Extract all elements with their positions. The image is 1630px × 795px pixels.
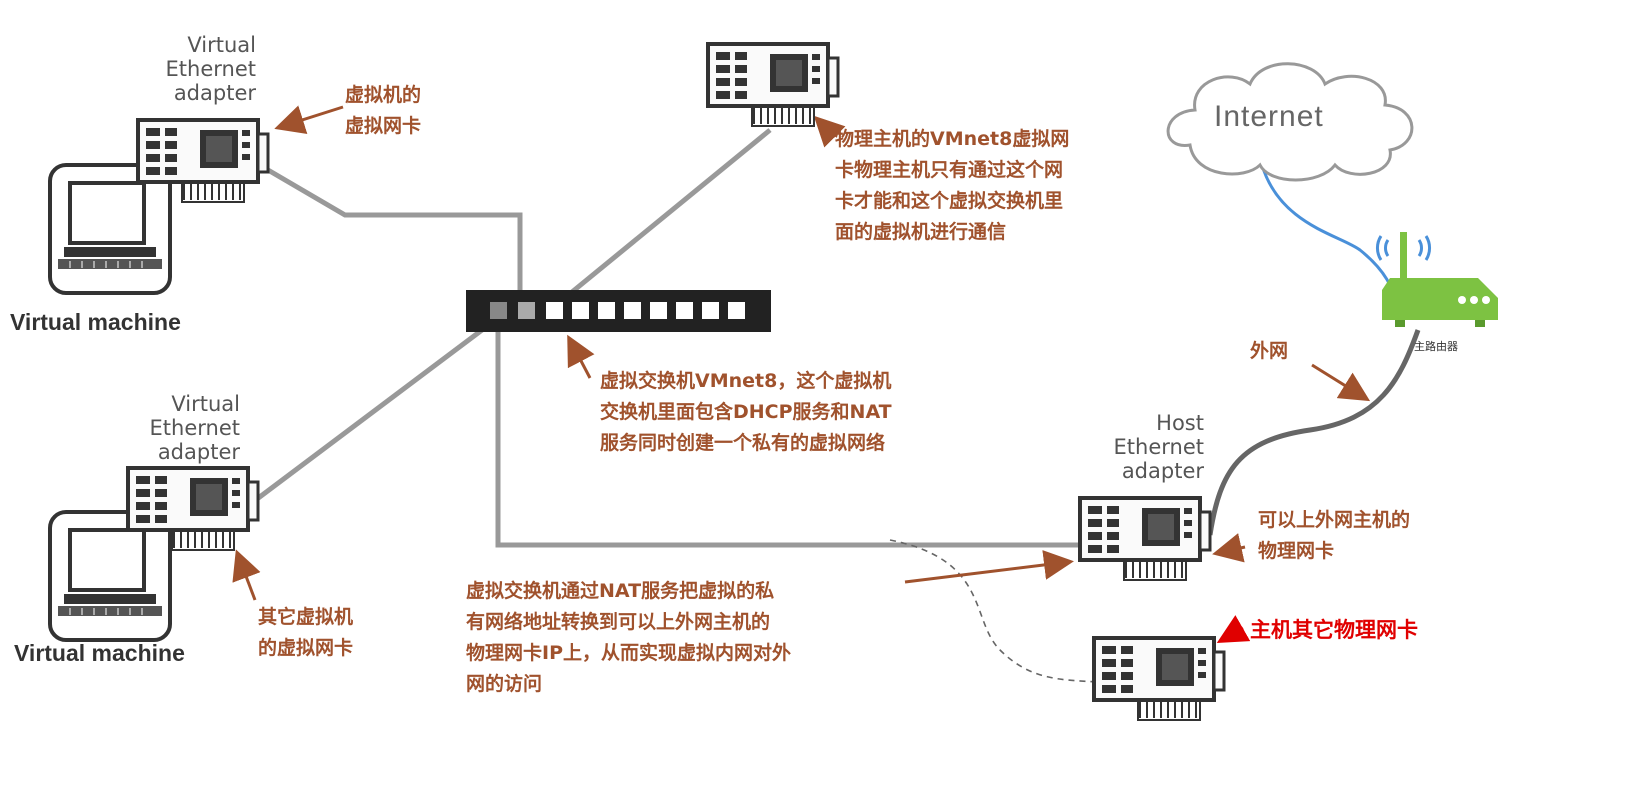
note-other-vm-nic: 其它虚拟机 的虚拟网卡 xyxy=(258,606,354,659)
vm1-name-label: Virtual machine xyxy=(10,309,181,335)
note-nat: 虚拟交换机通过NAT服务把虚拟的私 有网络地址转换到可以上外网主机的 物理网卡I… xyxy=(466,580,791,695)
arrow-vm-nic xyxy=(274,105,344,135)
arrow-switch xyxy=(567,334,595,379)
vm2-name-label: Virtual machine xyxy=(14,640,185,666)
arrow-vmnet8 xyxy=(813,115,846,148)
cable-vm1-switch xyxy=(266,167,523,310)
arrow-other-vm-nic xyxy=(232,549,261,601)
link-router-host xyxy=(1207,329,1421,536)
arrow-wan xyxy=(1311,363,1371,402)
vm2-adapter-label: Virtual Ethernet adapter xyxy=(149,392,240,464)
network-card-icon xyxy=(1092,636,1226,722)
arrow-nat xyxy=(904,550,1074,584)
network-card-icon xyxy=(1078,496,1212,582)
wifi-router-icon xyxy=(1376,232,1498,327)
note-wan: 外网 xyxy=(1250,340,1289,362)
arrow-host-nic xyxy=(1212,533,1246,563)
vm1-adapter-label: Virtual Ethernet adapter xyxy=(165,33,256,105)
note-switch: 虚拟交换机VMnet8，这个虚拟机 交换机里面包含DHCP服务和NAT 服务同时… xyxy=(600,370,892,454)
network-card-icon xyxy=(706,42,840,128)
cable-switch-host xyxy=(495,318,1080,548)
note-vmnet8-host-nic: 物理主机的VMnet8虚拟网 卡物理主机只有通过这个网 卡才能和这个虚拟交换机里… xyxy=(835,128,1070,243)
note-vm-nic: 虚拟机的 虚拟网卡 xyxy=(345,84,422,137)
laptop-icon xyxy=(48,163,172,295)
router-label: 主路由器 xyxy=(1414,340,1458,353)
arrow-other-host-nic xyxy=(1216,615,1251,643)
dashed-link-other-nic xyxy=(889,539,1101,683)
cable-vmnet8-switch xyxy=(548,128,772,312)
note-host-nic: 可以上外网主机的 物理网卡 xyxy=(1258,509,1411,562)
cloud-icon xyxy=(1166,62,1414,182)
network-switch-icon xyxy=(466,290,771,332)
internet-label: Internet xyxy=(1214,100,1324,133)
cable-vm2-switch xyxy=(243,316,500,510)
host-adapter-label: Host Ethernet adapter xyxy=(1113,411,1204,483)
note-other-host-nic: 主机其它物理网卡 xyxy=(1250,618,1418,642)
